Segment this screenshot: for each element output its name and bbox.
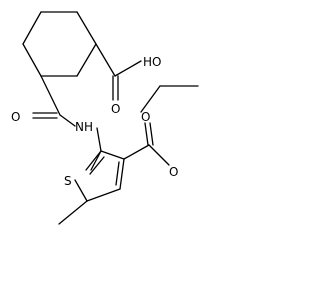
ethyl-ester-group: O O (123, 85, 199, 179)
ring-bond (86, 188, 121, 202)
ester-ether-oxygen-label: O (141, 110, 150, 124)
single-bond (95, 43, 116, 77)
single-bond (148, 144, 170, 166)
single-bond (58, 200, 88, 225)
ring-bond (76, 11, 97, 45)
ring-bond (100, 150, 125, 160)
methyl-group (58, 200, 88, 225)
ring-bond (22, 43, 42, 77)
amide-carbonyl-oxygen-label: O (11, 110, 20, 124)
ring-bond (76, 43, 97, 77)
ring-bond (119, 158, 125, 190)
amide-nh-label: NH (75, 120, 93, 134)
thiophene-ring: S (64, 150, 125, 202)
hydroxyl-label: HO (143, 55, 161, 69)
acid-carbonyl-oxygen-label: O (111, 102, 120, 116)
ring-bond (90, 150, 102, 171)
ring-double-bond (85, 150, 102, 171)
chemical-structure-diagram: HO O O NH S O O (11, 11, 199, 225)
carboxylic-acid-group: HO O (95, 43, 161, 116)
single-bond (40, 75, 61, 116)
single-bond (140, 85, 161, 113)
single-bond (96, 127, 102, 152)
single-bond (114, 60, 142, 77)
ring-double-bond (115, 161, 120, 186)
ester-carbonyl-oxygen-label: O (169, 165, 178, 179)
double-bond (144, 122, 149, 146)
ring-bond (22, 11, 42, 45)
single-bond (123, 144, 150, 160)
ring-double-bond (89, 156, 105, 175)
cyclohexane-ring (22, 11, 97, 77)
amide-group: O NH (11, 75, 102, 152)
double-bond (149, 122, 154, 146)
ring-bond (74, 179, 88, 202)
thiophene-sulfur-label: S (64, 174, 72, 188)
single-bond (59, 114, 76, 127)
